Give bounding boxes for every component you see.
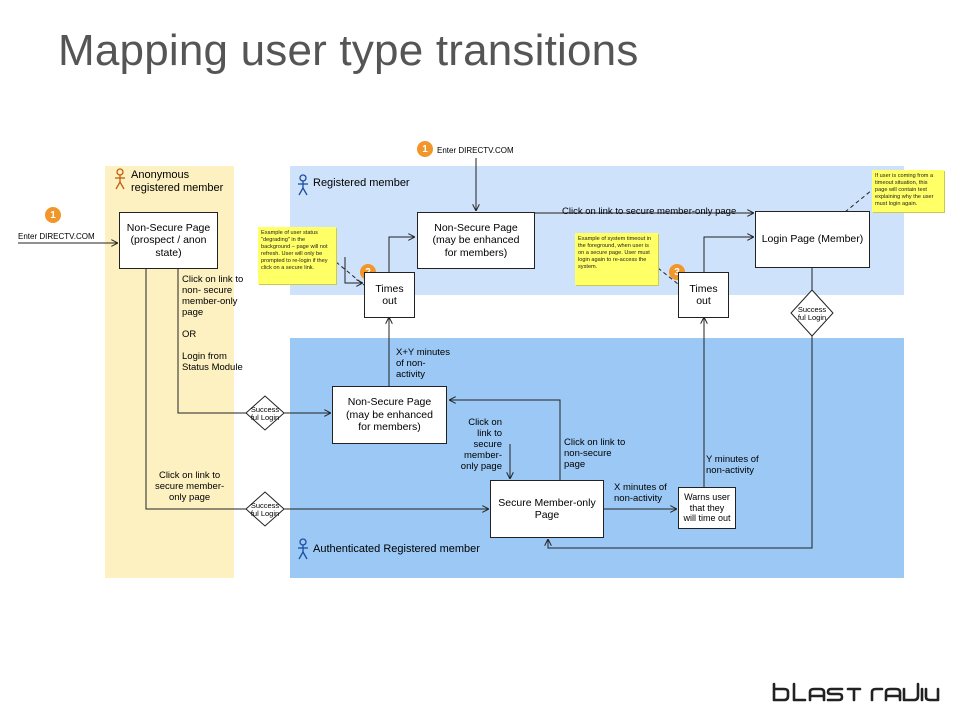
entry-label-left: Enter DIRECTV.COM (18, 232, 95, 241)
label-line: X minutes of (614, 482, 667, 493)
label-line: X+Y minutes (396, 347, 450, 358)
label-line: only page (168, 492, 211, 503)
sticky-note-system-timeout: Example of system timeout in the foregro… (575, 233, 658, 285)
decision-text: Success (250, 405, 280, 414)
box-text: (prospect / anon (130, 234, 207, 247)
label-line: page (564, 459, 586, 470)
box-text: (may be enhanced (346, 408, 433, 421)
decision-diamond (245, 491, 285, 527)
label-x-minutes: X minutes of non-activity (614, 482, 667, 504)
lane-label-anonymous-line: registered member (131, 182, 224, 194)
label-line: member-only (182, 296, 238, 307)
label-line: secure (473, 439, 502, 450)
box-text: state) (155, 246, 182, 259)
label-click-nonsecure-page: Click on link to non-secure page (564, 437, 625, 470)
label-line: page (182, 307, 204, 318)
box-text: Non-Secure Page (126, 221, 211, 234)
decision-text: Success (250, 501, 280, 510)
decision-text: ful Login (250, 509, 280, 518)
lane-authenticated (290, 338, 904, 578)
label-line: activity (396, 369, 426, 380)
label-y-minutes: Y minutes of non-activity (706, 454, 759, 476)
label-line: non-activity (706, 465, 755, 476)
box-text: Non-Secure Page (434, 221, 518, 234)
label-line: non-activity (614, 493, 663, 504)
sticky-note-login-explanation: If user is coming from a timeout situati… (872, 170, 944, 212)
box-text: will time out (683, 513, 731, 524)
label-line: Status Module (182, 362, 243, 373)
label-line: only page (460, 461, 502, 472)
login-page-box: Login Page (Member) (755, 211, 870, 268)
decision-text: ful Login (797, 313, 827, 322)
box-text: for members) (444, 246, 508, 259)
label-line: member- (463, 450, 502, 461)
label-click-link-secure: Click on link to secure member- only pag… (458, 417, 502, 472)
actor-authenticated-icon (298, 538, 308, 560)
lane-label-anonymous-line: Anonymous (131, 169, 190, 181)
nonsecure-page-registered-box: Non-Secure Page (may be enhanced for mem… (417, 212, 535, 269)
decision-label: Success ful Login (787, 306, 837, 322)
decision-text: ful Login (250, 413, 280, 422)
lane-label-registered: Registered member (313, 177, 410, 189)
label-line: secure member- (155, 481, 225, 492)
label-xy-minutes: X+Y minutes of non- activity (396, 347, 450, 380)
box-text: Warns user (684, 492, 730, 503)
label-click-nonsecure: Click on link to non- secure member-only… (182, 274, 243, 373)
box-text: that they (689, 502, 725, 513)
label-line: non- secure (182, 285, 233, 296)
secure-member-page-box: Secure Member-only Page (490, 480, 604, 538)
box-text: Page (534, 509, 560, 521)
nonsecure-page-anon-box: Non-Secure Page (prospect / anon state) (119, 212, 218, 269)
actor-anonymous-icon (115, 168, 125, 190)
times-out-box-b: Times out (678, 272, 729, 318)
decision-text: Success (797, 305, 827, 314)
lane-label-anonymous: Anonymous registered member (131, 169, 223, 195)
label-line: of non- (396, 358, 426, 369)
box-text: (may be enhanced (432, 234, 520, 247)
page-title: Mapping user type transitions (58, 26, 639, 75)
decision-label: Success ful Login (240, 406, 290, 422)
lane-label-authenticated: Authenticated Registered member (313, 543, 480, 555)
label-line: Click on (468, 417, 502, 428)
label-click-secure-top: Click on link to secure member-only page (562, 206, 737, 217)
label-line: non-secure (564, 448, 612, 459)
box-text: Secure Member-only (498, 496, 596, 509)
blast-radius-logo (772, 680, 940, 710)
nonsecure-page-authenticated-box: Non-Secure Page (may be enhanced for mem… (332, 386, 447, 444)
label-line: Click on link to (564, 437, 626, 448)
box-text: Non-Secure Page (347, 396, 432, 409)
label-line: link to (477, 428, 502, 439)
actor-registered-icon (298, 174, 308, 196)
label-line: OR (182, 329, 197, 340)
decision-label: Success ful Login (240, 502, 290, 518)
box-text: for members) (358, 421, 421, 434)
step-badge-icon: 1 (417, 141, 433, 157)
decision-diamond (245, 395, 285, 431)
decision-diamond (790, 289, 834, 337)
sticky-note-degrading: Example of user status "degrading" in th… (258, 227, 336, 284)
label-line: Login from (182, 351, 227, 362)
label-line: Click on link to (182, 274, 244, 285)
label-click-secure: Click on link to secure member- only pag… (155, 470, 224, 503)
times-out-box-a: Times out (364, 272, 415, 318)
label-line: Click on link to (158, 470, 221, 481)
step-badge-icon: 1 (45, 207, 61, 223)
label-line: Y minutes of (706, 454, 759, 465)
entry-label-top: Enter DIRECTV.COM (437, 146, 514, 155)
warns-user-box: Warns user that they will time out (678, 487, 736, 529)
blast-radius-logo-mark (772, 682, 940, 702)
